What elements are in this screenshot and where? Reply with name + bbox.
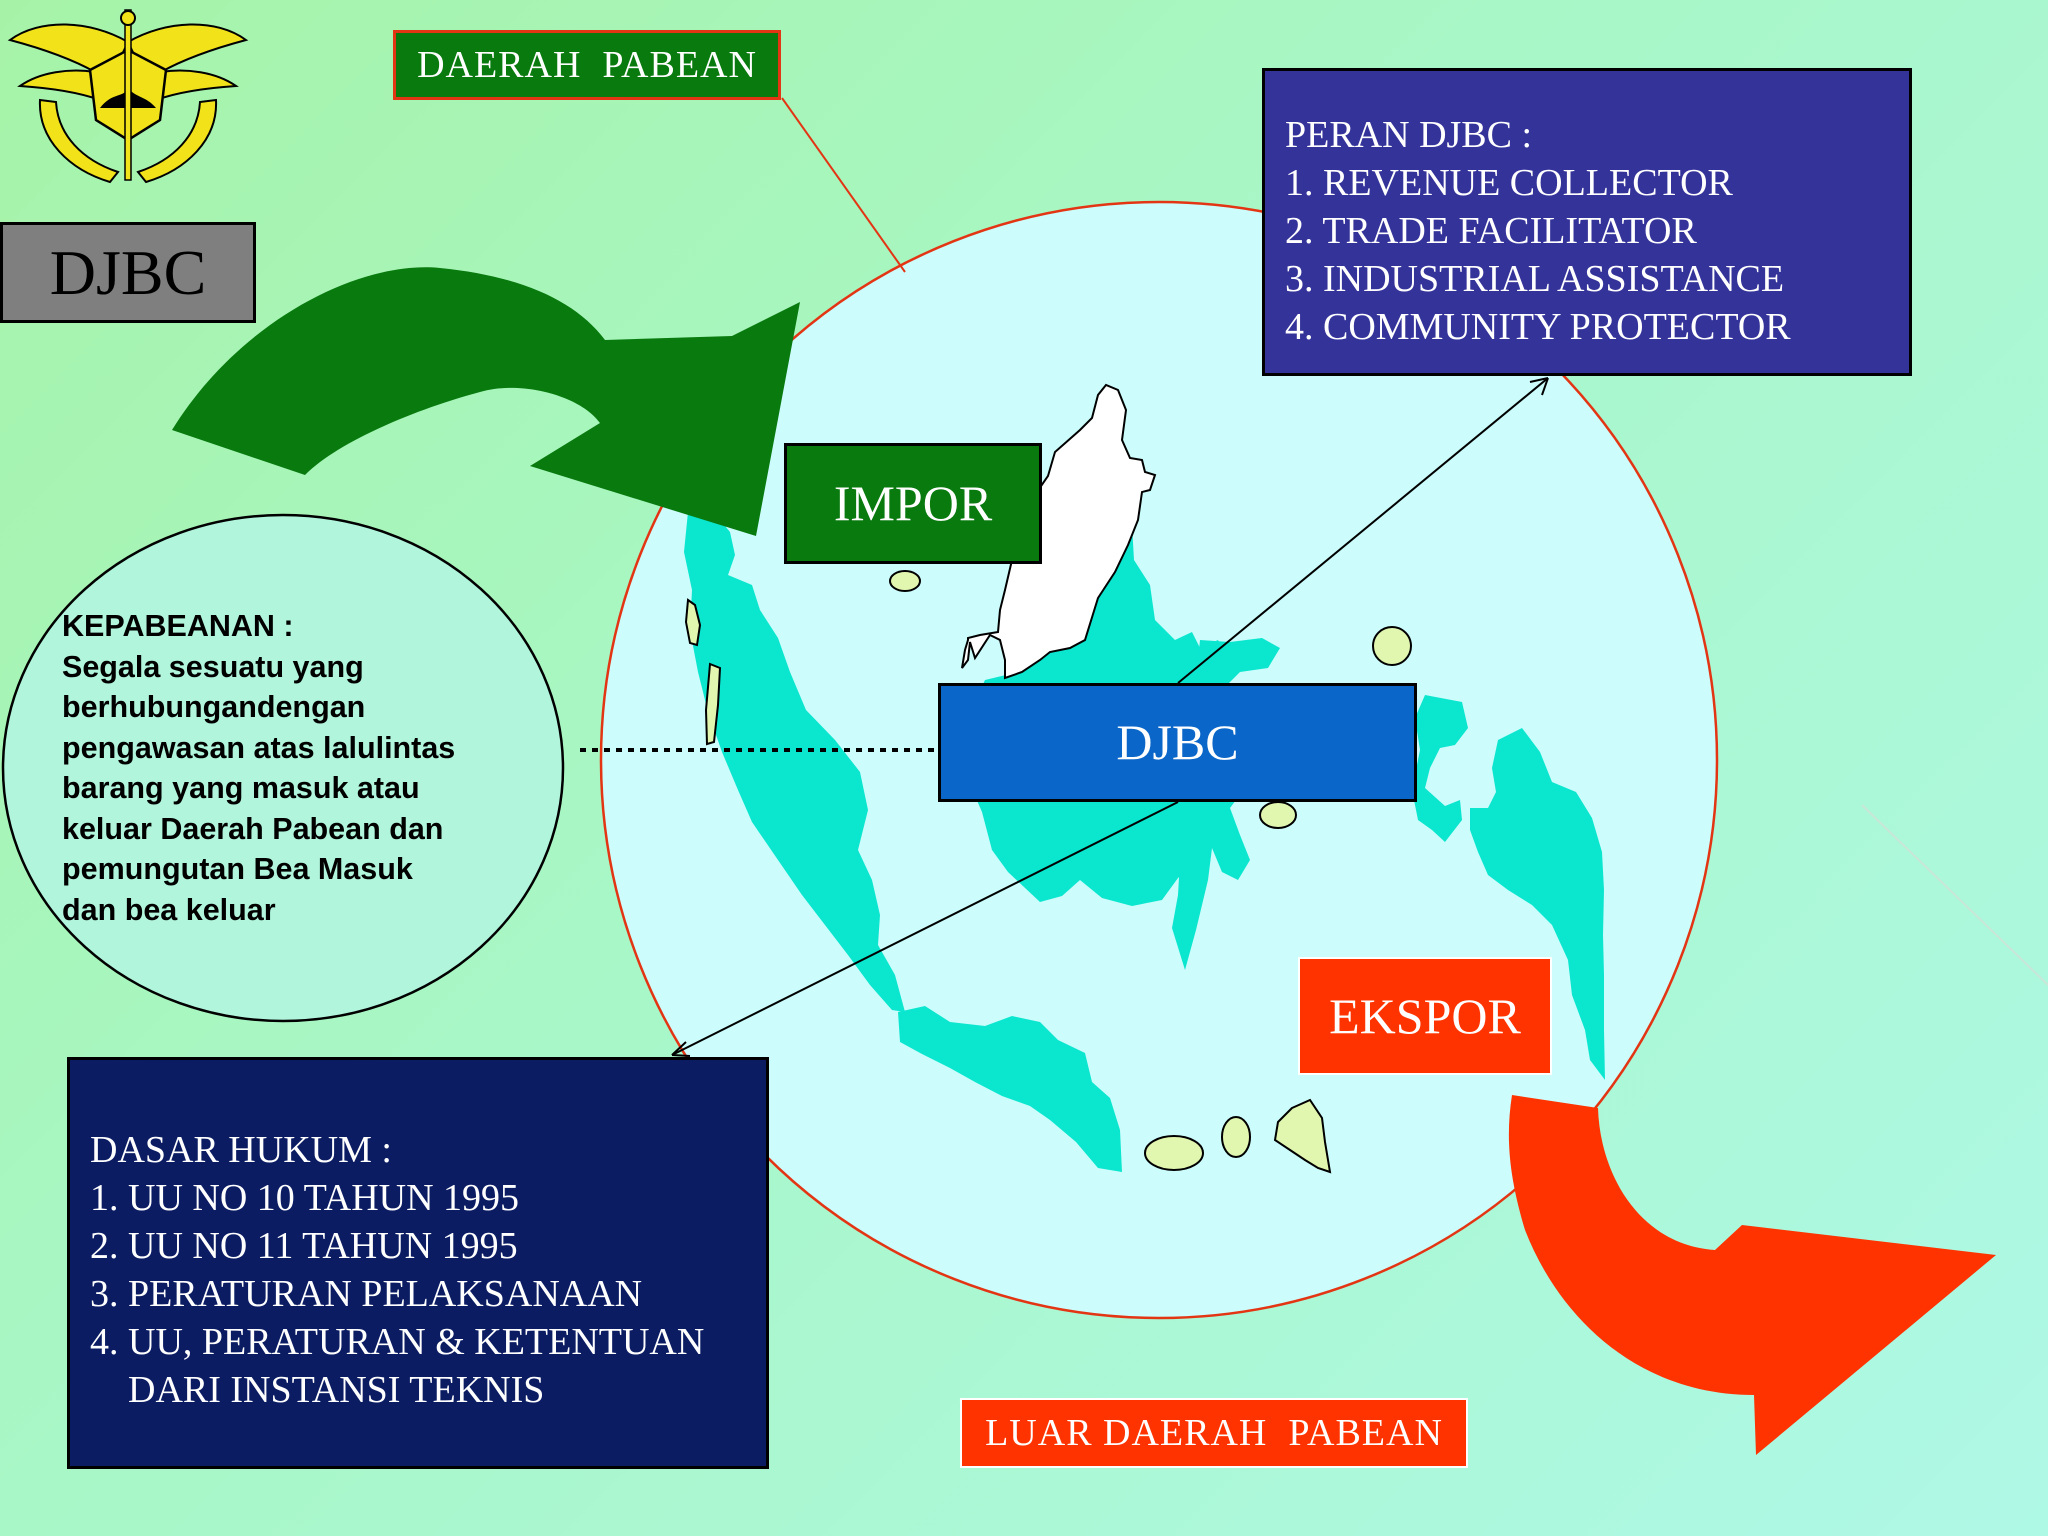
island-small-5: [1259, 801, 1297, 829]
dasar-hukum-item: 2. UU NO 11 TAHUN 1995: [90, 1225, 518, 1267]
kepabeanan-line: dan bea keluar: [62, 892, 276, 927]
island-maluku: [1412, 695, 1468, 842]
island-java: [898, 1006, 1122, 1172]
arrowhead-peran: [1529, 377, 1549, 396]
kepabeanan-title: KEPABEANAN :: [62, 609, 294, 643]
island-small-7: [1221, 1116, 1251, 1158]
island-small-8: [1273, 1098, 1332, 1174]
arrow-to-peran: [1177, 377, 1549, 684]
island-small-4: [1372, 626, 1412, 666]
peran-item: 1. REVENUE COLLECTOR: [1285, 162, 1733, 204]
peran-title: PERAN DJBC :: [1285, 114, 1533, 156]
arrow-to-dasar-hukum: [671, 801, 1179, 1056]
island-papua: [1470, 728, 1605, 1080]
peran-item: 4. COMMUNITY PROTECTOR: [1285, 306, 1791, 348]
arrowhead-dasar-hukum: [671, 1041, 691, 1057]
island-small-3: [889, 570, 921, 592]
kepabeanan-ellipse: [1, 513, 565, 1023]
dasar-hukum-item: 4. UU, PERATURAN & KETENTUAN: [90, 1321, 705, 1363]
pabean-leader-line: [781, 97, 906, 273]
daerah-pabean-label: DAERAH PABEAN: [393, 30, 781, 100]
export-arrow-icon: [1508, 1095, 1996, 1455]
dasar-hukum-box: DASAR HUKUM : 1. UU NO 10 TAHUN 1995 2. …: [67, 1057, 769, 1469]
kepabeanan-definition: KEPABEANAN : Segala sesuatu yang berhubu…: [62, 606, 562, 930]
kepabeanan-line: keluar Daerah Pabean dan: [62, 811, 444, 846]
djbc-center-box: DJBC: [938, 683, 1417, 802]
impor-box: IMPOR: [784, 443, 1042, 564]
peran-item: 2. TRADE FACILITATOR: [1285, 210, 1697, 252]
dasar-hukum-item: 1. UU NO 10 TAHUN 1995: [90, 1177, 520, 1219]
kepabeanan-line: pemungutan Bea Masuk: [62, 852, 413, 886]
luar-daerah-pabean-label: LUAR DAERAH PABEAN: [960, 1398, 1468, 1468]
kepabeanan-line: pengawasan atas lalulintas: [62, 730, 456, 765]
ekspor-box: EKSPOR: [1298, 957, 1552, 1075]
kepabeanan-line: barang yang masuk atau: [62, 771, 420, 805]
island-small-2: [704, 662, 722, 746]
island-small-1: [684, 598, 702, 647]
kepabeanan-line: berhubungandengan: [62, 690, 366, 724]
kepabeanan-line: Segala sesuatu yang: [62, 649, 364, 684]
djbc-label-box: DJBC: [0, 222, 256, 323]
decorative-line: [1861, 804, 2048, 986]
import-arrow-icon: [172, 267, 800, 536]
dasar-hukum-item: DARI INSTANSI TEKNIS: [90, 1369, 545, 1411]
peran-djbc-box: PERAN DJBC : 1. REVENUE COLLECTOR 2. TRA…: [1262, 68, 1912, 376]
customs-emblem-icon: [7, 9, 249, 184]
dasar-hukum-title: DASAR HUKUM :: [90, 1129, 392, 1171]
dasar-hukum-item: 3. PERATURAN PELAKSANAAN: [90, 1273, 643, 1315]
island-small-6: [1144, 1135, 1204, 1171]
island-sumatra: [684, 510, 905, 1012]
indonesia-map: [684, 383, 1605, 1174]
peran-item: 3. INDUSTRIAL ASSISTANCE: [1285, 258, 1785, 300]
